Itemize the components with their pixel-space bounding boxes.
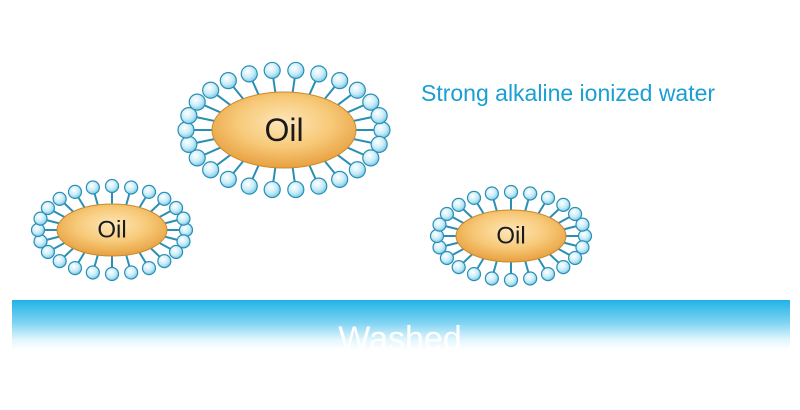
oil-droplet (56, 203, 168, 257)
surfactant-head (104, 178, 120, 194)
surfactant-head (348, 81, 366, 99)
oil-label: Oil (264, 112, 303, 148)
surfactant-head (429, 228, 445, 244)
surfactant-head (178, 222, 194, 238)
surfactant-head (40, 244, 56, 260)
surfactant-head (104, 266, 120, 282)
surfactant-head (124, 180, 139, 195)
surfactant-head (439, 206, 455, 222)
surfactant-head (575, 240, 590, 255)
washed-surface (12, 300, 790, 350)
surfactant-head (439, 250, 455, 266)
surfactant-head (219, 170, 237, 188)
droplet-right: Oil (429, 184, 593, 288)
surfactant-head (503, 184, 519, 200)
surfactant-head (348, 161, 366, 179)
surfactant-head (556, 260, 571, 275)
surfactant-head (157, 254, 172, 269)
surfactant-head (523, 271, 538, 286)
surfactant-head (67, 261, 83, 276)
surfactant-head (188, 93, 206, 111)
surfactant-head (240, 177, 258, 195)
droplet-left: Oil (30, 178, 194, 282)
surfactant-head (52, 191, 67, 206)
surfactant-head (466, 190, 482, 205)
surfactant-head (176, 234, 191, 249)
surfactant-head (484, 186, 499, 201)
surfactant-head (370, 135, 388, 153)
oil-label: Oil (97, 217, 126, 244)
surfactant-head (40, 200, 56, 216)
surfactant-head (577, 228, 593, 244)
surfactant-head (168, 244, 184, 260)
surfactant-head (85, 180, 100, 195)
surfactant-head (168, 200, 184, 216)
oil-droplet (455, 209, 567, 263)
surfactant-head (263, 180, 281, 199)
surfactant-head (567, 250, 583, 266)
surfactant-head (451, 260, 466, 275)
oil-label: Oil (496, 223, 525, 250)
surfactant-head (52, 254, 67, 269)
surfactant-head (575, 217, 590, 232)
surfactant-head (85, 265, 100, 280)
surfactant-head (177, 121, 195, 139)
surfactant-head (451, 197, 466, 212)
oil-droplet (211, 91, 357, 169)
surfactant-head (556, 197, 571, 212)
heading-text: Strong alkaline ionized water (421, 80, 716, 106)
surfactant-head (540, 267, 556, 282)
surfactant-head (432, 240, 447, 255)
surfactant-head (287, 61, 305, 80)
surfactant-head (180, 107, 198, 125)
surfactant-head (484, 271, 499, 286)
surfactant-head (33, 234, 48, 249)
surfactant-head (432, 217, 447, 232)
surfactant-head (331, 170, 349, 188)
surfactant-head (33, 211, 48, 226)
surfactant-head (310, 177, 328, 195)
surfactant-head (567, 206, 583, 222)
surfactant-head (240, 65, 258, 83)
surfactant-head (176, 211, 191, 226)
surfactant-head (362, 93, 380, 111)
surfactant-head (141, 184, 157, 199)
surfactant-head (141, 261, 157, 276)
surfactant-head (124, 265, 139, 280)
surfactant-head (310, 65, 328, 83)
surfactant-head (202, 161, 220, 179)
surfactant-head (30, 222, 46, 238)
surfactant-head (466, 267, 482, 282)
surfactant-head (523, 186, 538, 201)
surfactant-ring (429, 184, 593, 288)
surfactant-head (540, 190, 556, 205)
surfactant-head (503, 272, 519, 288)
surfactant-head (362, 149, 380, 167)
surfactant-head (287, 180, 305, 199)
surfactant-head (219, 72, 237, 90)
surfactant-head (373, 121, 391, 139)
surfactant-head (67, 184, 83, 199)
droplet-large: Oil (177, 61, 391, 199)
surface-label: Washed (338, 320, 462, 358)
surfactant-head (331, 72, 349, 90)
surfactant-head (188, 149, 206, 167)
surfactant-head (263, 61, 281, 80)
surfactant-ring (177, 61, 391, 199)
surfactant-head (370, 107, 388, 125)
surfactant-ring (30, 178, 194, 282)
surfactant-head (180, 135, 198, 153)
surfactant-head (157, 191, 172, 206)
surfactant-head (202, 81, 220, 99)
